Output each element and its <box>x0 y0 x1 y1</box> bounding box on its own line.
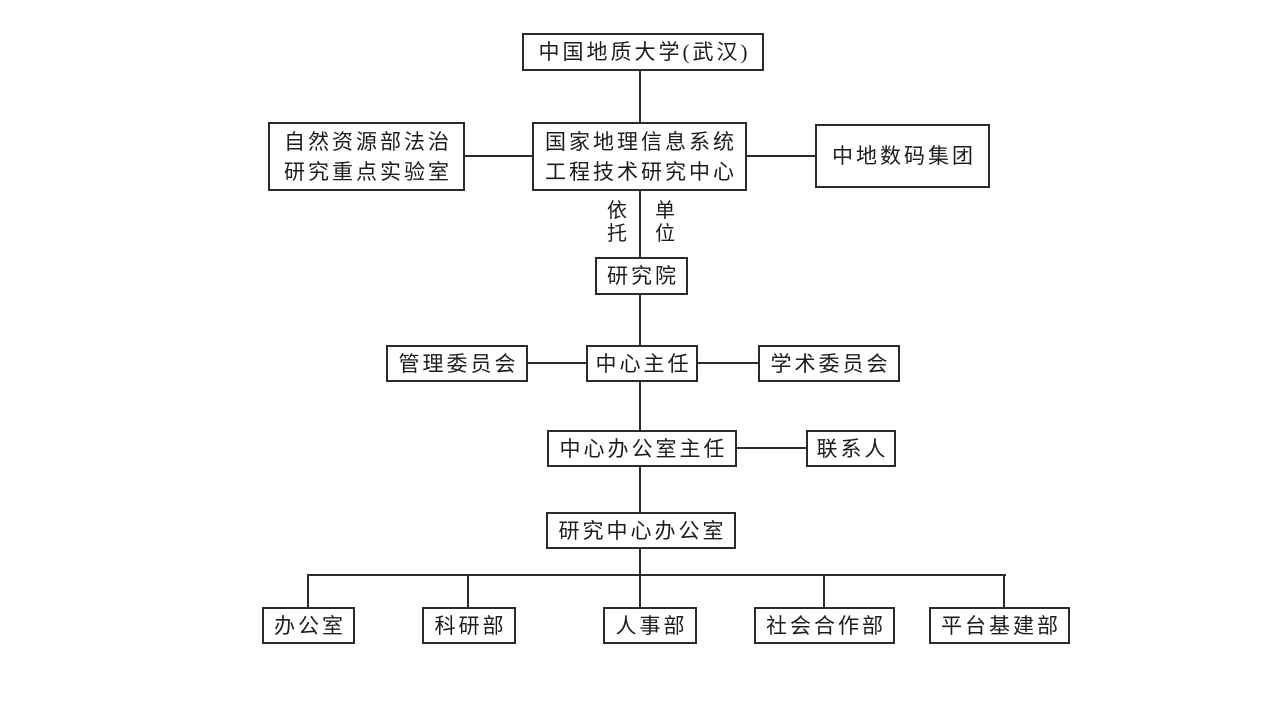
node-dept-social-cooperation-label: 社会合作部 <box>766 613 886 638</box>
connector-center-to-institute <box>639 191 641 257</box>
connector-drop-office <box>307 574 309 607</box>
node-dept-office: 办公室 <box>262 607 355 644</box>
connector-departments-bus <box>308 574 1006 576</box>
node-contact-person-label: 联系人 <box>816 436 889 461</box>
node-zondy-group: 中地数码集团 <box>815 124 990 188</box>
link-label-unit: 单位 <box>655 200 675 245</box>
node-dept-platform-infrastructure: 平台基建部 <box>929 607 1070 644</box>
node-law-lab-line1: 自然资源部法治 <box>284 129 452 154</box>
node-dept-research: 科研部 <box>422 607 516 644</box>
node-zondy-group-label: 中地数码集团 <box>832 144 976 168</box>
node-dept-hr-label: 人事部 <box>615 613 688 638</box>
node-institute: 研究院 <box>595 257 688 295</box>
node-dept-research-label: 科研部 <box>434 613 507 638</box>
node-institute-label: 研究院 <box>607 264 679 288</box>
node-law-lab-line2: 研究重点实验室 <box>284 159 452 184</box>
node-center-director: 中心主任 <box>586 345 698 382</box>
node-university-label: 中国地质大学(武汉) <box>538 40 751 64</box>
connector-institute-to-director <box>639 293 641 345</box>
node-dept-platform-infrastructure-label: 平台基建部 <box>941 613 1061 638</box>
connector-lawlab-to-center <box>465 155 532 157</box>
node-dept-hr: 人事部 <box>603 607 697 644</box>
node-university: 中国地质大学(武汉) <box>522 33 764 71</box>
node-management-committee-label: 管理委员会 <box>398 351 519 376</box>
node-law-lab: 自然资源部法治 研究重点实验室 <box>268 122 465 191</box>
node-management-committee: 管理委员会 <box>386 345 528 382</box>
connector-management-to-director <box>528 362 586 364</box>
node-center-office: 研究中心办公室 <box>546 512 736 549</box>
connector-center-to-zondy <box>747 155 815 157</box>
node-office-director-label: 中心办公室主任 <box>559 436 728 461</box>
node-academic-committee: 学术委员会 <box>758 345 900 382</box>
node-academic-committee-label: 学术委员会 <box>770 351 891 376</box>
connector-office-director-to-contact <box>737 447 806 449</box>
node-gis-center-line2: 工程技术研究中心 <box>545 159 737 184</box>
node-contact-person: 联系人 <box>806 430 896 467</box>
link-label-depend: 依托 <box>607 200 627 245</box>
connector-center-office-to-hr <box>639 549 641 607</box>
node-gis-center-line1: 国家地理信息系统 <box>545 129 737 154</box>
node-center-director-label: 中心主任 <box>595 351 692 376</box>
connector-office-director-to-center-office <box>639 467 641 512</box>
connector-director-to-office-director <box>639 382 641 430</box>
connector-drop-platform <box>1003 574 1005 607</box>
connector-drop-research <box>467 574 469 607</box>
node-dept-social-cooperation: 社会合作部 <box>754 607 895 644</box>
node-dept-office-label: 办公室 <box>274 613 346 638</box>
node-gis-center: 国家地理信息系统 工程技术研究中心 <box>532 122 747 191</box>
node-office-director: 中心办公室主任 <box>547 430 737 467</box>
node-center-office-label: 研究中心办公室 <box>558 518 727 543</box>
connector-drop-social <box>823 574 825 607</box>
connector-university-to-center <box>639 71 641 122</box>
connector-director-to-academic <box>698 362 758 364</box>
